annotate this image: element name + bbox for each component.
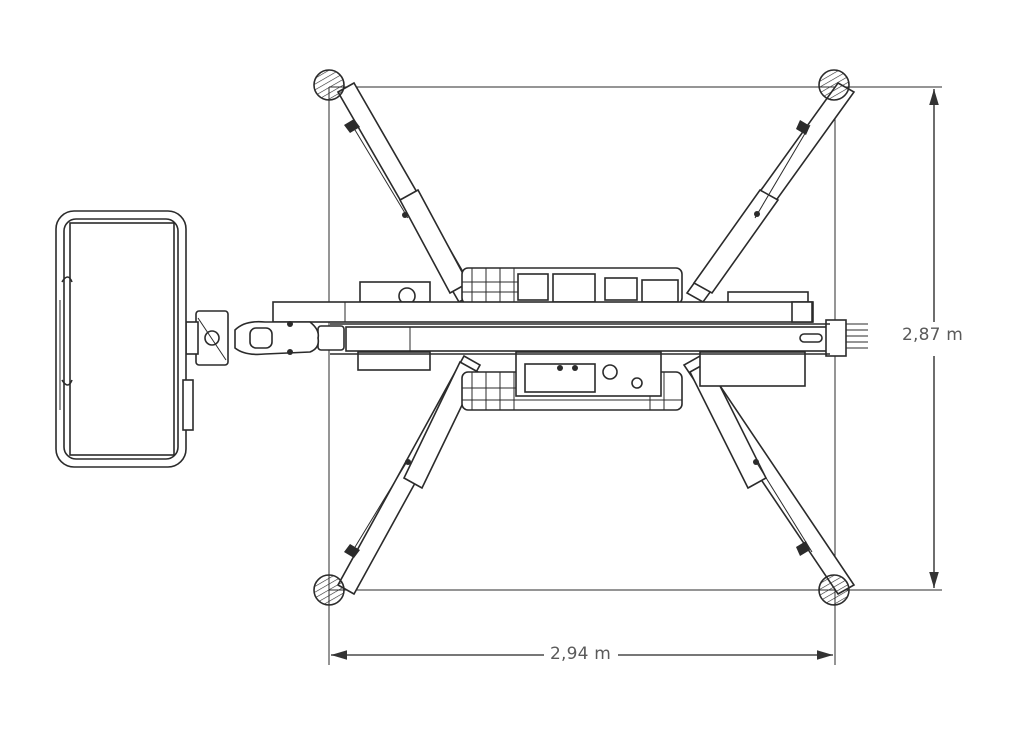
- outrigger-foot-pad: [313, 69, 345, 101]
- outrigger-foot-pad: [313, 574, 345, 606]
- outrigger-rear-right: [682, 354, 856, 606]
- outrigger-rear-left: [313, 354, 482, 606]
- outrigger-front-right: [685, 69, 856, 304]
- width-dimension-label: 2,94 m: [546, 644, 616, 664]
- outrigger-front-left: [313, 69, 477, 304]
- platform-basket: [55, 210, 194, 468]
- tracked-chassis: [357, 267, 809, 411]
- telescopic-boom: [272, 301, 868, 357]
- outrigger-foot-pad: [818, 574, 850, 606]
- outrigger-foot-pad: [818, 69, 850, 101]
- height-dimension-line: [850, 86, 942, 591]
- height-dimension-label: 2,87 m: [898, 325, 968, 345]
- jib-rotator: [185, 310, 345, 366]
